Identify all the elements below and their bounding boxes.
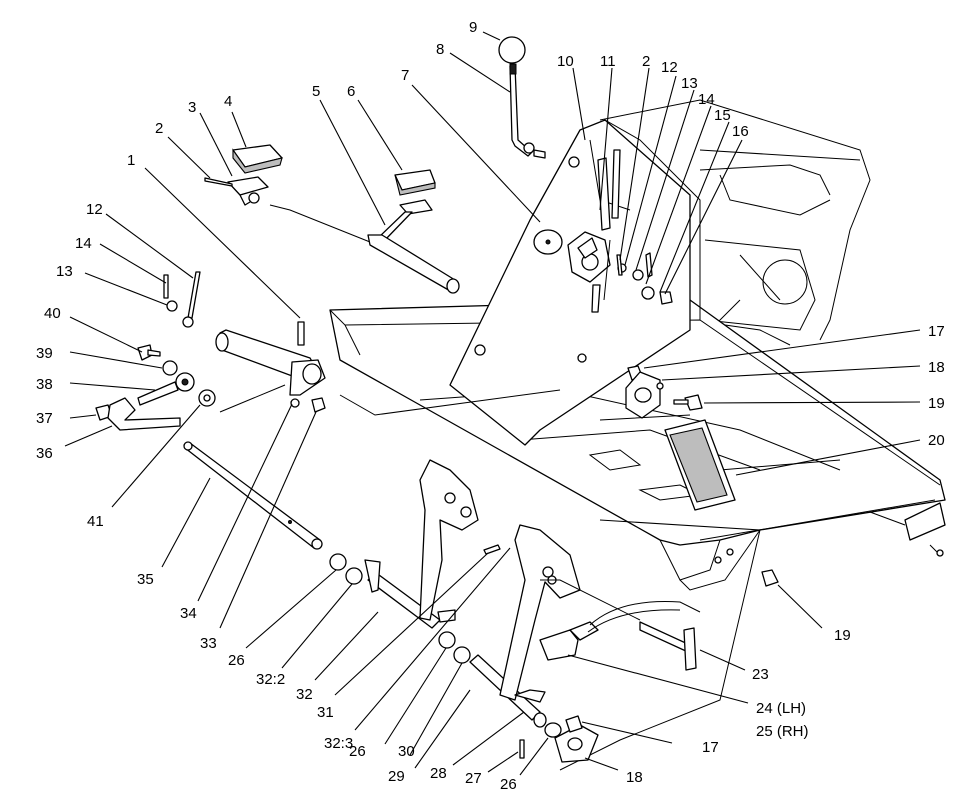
callout-label: 41 (87, 513, 104, 530)
callout-label: 16 (732, 123, 749, 140)
lower-shaft (183, 441, 701, 763)
callout-label: 28 (430, 765, 447, 782)
callout-label: 12 (86, 201, 103, 218)
upper-linkage (204, 144, 460, 294)
center-hardware (533, 229, 673, 313)
callout-label: 17 (928, 323, 945, 340)
callout-label: 32:3 (324, 735, 353, 752)
callout-label: 7 (401, 67, 409, 84)
callout-labels: 1 2 3 4 5 6 7 8 9 10 11 2 12 13 14 15 16… (36, 19, 945, 793)
right-hardware (625, 365, 779, 587)
callout-label: 29 (388, 768, 405, 785)
callout-label: 23 (752, 666, 769, 683)
callout-label: 26 (500, 776, 517, 793)
callout-label: 14 (75, 235, 92, 252)
callout-label: 6 (347, 83, 355, 100)
callout-label: 24 (LH) (756, 700, 806, 717)
callout-label: 2 (642, 53, 650, 70)
callout-label: 1 (127, 152, 135, 169)
control-plate (449, 119, 701, 446)
callout-label: 37 (36, 410, 53, 427)
callout-label: 15 (714, 107, 731, 124)
callout-label: 34 (180, 605, 197, 622)
callout-label: 33 (200, 635, 217, 652)
callout-label: 32 (296, 686, 313, 703)
callout-label: 8 (436, 41, 444, 58)
callout-label: 11 (600, 53, 616, 70)
throttle-lever (498, 36, 546, 159)
callout-label: 40 (44, 305, 61, 322)
callout-label: 26 (228, 652, 245, 669)
leader-lines (64, 31, 921, 776)
callout-label: 39 (36, 345, 53, 362)
callout-label: 26 (349, 743, 366, 760)
callout-label: 19 (834, 627, 851, 644)
callout-label: 38 (36, 376, 53, 393)
callout-label: 32:2 (256, 671, 285, 688)
callout-label: 19 (928, 395, 945, 412)
callout-label: 25 (RH) (756, 723, 809, 740)
callout-label: 2 (155, 120, 163, 137)
left-linkage (95, 271, 561, 431)
callout-label: 18 (626, 769, 643, 786)
callout-label: 35 (137, 571, 154, 588)
callout-label: 31 (317, 704, 334, 721)
callout-label: 5 (312, 83, 320, 100)
callout-label: 27 (465, 770, 482, 787)
callout-label: 13 (681, 75, 698, 92)
callout-label: 12 (661, 59, 678, 76)
callout-label: 13 (56, 263, 73, 280)
callout-label: 4 (224, 93, 232, 110)
callout-label: 36 (36, 445, 53, 462)
callout-label: 20 (928, 432, 945, 449)
callout-label: 9 (469, 19, 477, 36)
callout-label: 18 (928, 359, 945, 376)
callout-label: 3 (188, 99, 196, 116)
callout-label: 17 (702, 739, 719, 756)
callout-label: 14 (698, 91, 715, 108)
callout-label: 30 (398, 743, 415, 760)
callout-label: 10 (557, 53, 574, 70)
